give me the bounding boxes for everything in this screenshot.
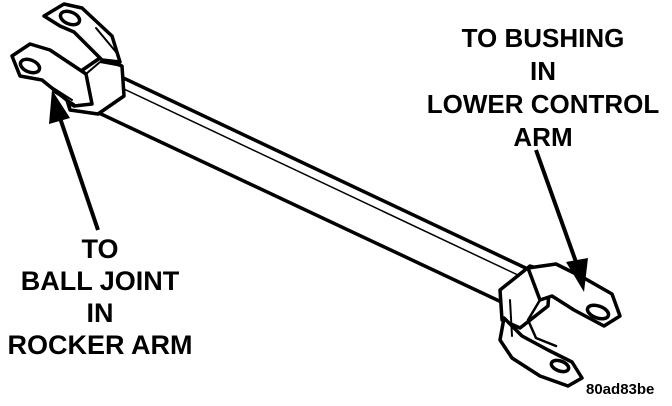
label-line: TO BUSHING bbox=[461, 23, 625, 53]
figure-id: 80ad83be bbox=[586, 381, 655, 398]
label-to-ball-joint: TO BALL JOINT IN ROCKER ARM bbox=[0, 233, 200, 361]
label-line: ROCKER ARM bbox=[7, 330, 193, 360]
label-line: IN bbox=[86, 298, 114, 328]
label-to-bushing: TO BUSHING IN LOWER CONTROL ARM bbox=[402, 22, 672, 154]
arrow-to-bushing bbox=[534, 149, 588, 292]
arrow-to-ball-joint bbox=[49, 90, 100, 231]
link-rod bbox=[82, 64, 534, 308]
label-line: IN bbox=[530, 56, 556, 86]
label-line: LOWER CONTROL bbox=[426, 89, 660, 119]
right-clevis bbox=[498, 262, 622, 388]
label-line: BALL JOINT bbox=[20, 266, 180, 296]
label-line: TO bbox=[81, 234, 119, 264]
left-clevis bbox=[10, 2, 126, 116]
label-line: ARM bbox=[513, 122, 573, 152]
